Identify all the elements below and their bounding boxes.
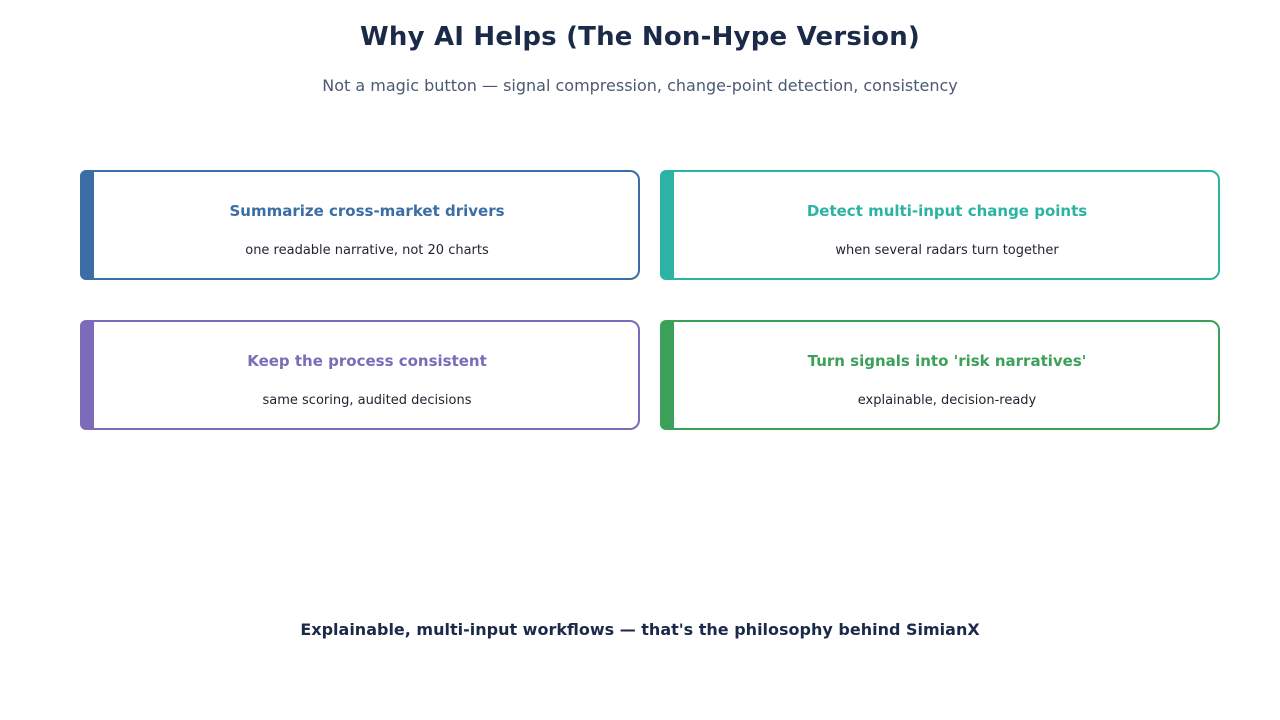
card-title: Detect multi-input change points <box>806 202 1088 220</box>
card-detect-change-points: Detect multi-input change points when se… <box>660 170 1220 280</box>
card-process-consistent: Keep the process consistent same scoring… <box>80 320 640 430</box>
card-title: Turn signals into 'risk narratives' <box>807 352 1087 370</box>
footer-tagline: Explainable, multi-input workflows — tha… <box>300 620 980 639</box>
card-accent-bar <box>80 320 94 430</box>
card-summarize-drivers: Summarize cross-market drivers one reada… <box>80 170 640 280</box>
card-accent-bar <box>660 320 674 430</box>
card-title: Summarize cross-market drivers <box>229 202 505 220</box>
card-description: same scoring, audited decisions <box>262 393 472 408</box>
card-accent-bar <box>80 170 94 280</box>
page-subtitle: Not a magic button — signal compression,… <box>322 76 958 95</box>
page-title: Why AI Helps (The Non-Hype Version) <box>359 22 921 52</box>
card-title: Keep the process consistent <box>247 352 487 370</box>
card-risk-narratives: Turn signals into 'risk narratives' expl… <box>660 320 1220 430</box>
card-description: when several radars turn together <box>835 243 1059 258</box>
card-description: one readable narrative, not 20 charts <box>245 243 489 258</box>
card-accent-bar <box>660 170 674 280</box>
card-description: explainable, decision-ready <box>857 393 1037 408</box>
